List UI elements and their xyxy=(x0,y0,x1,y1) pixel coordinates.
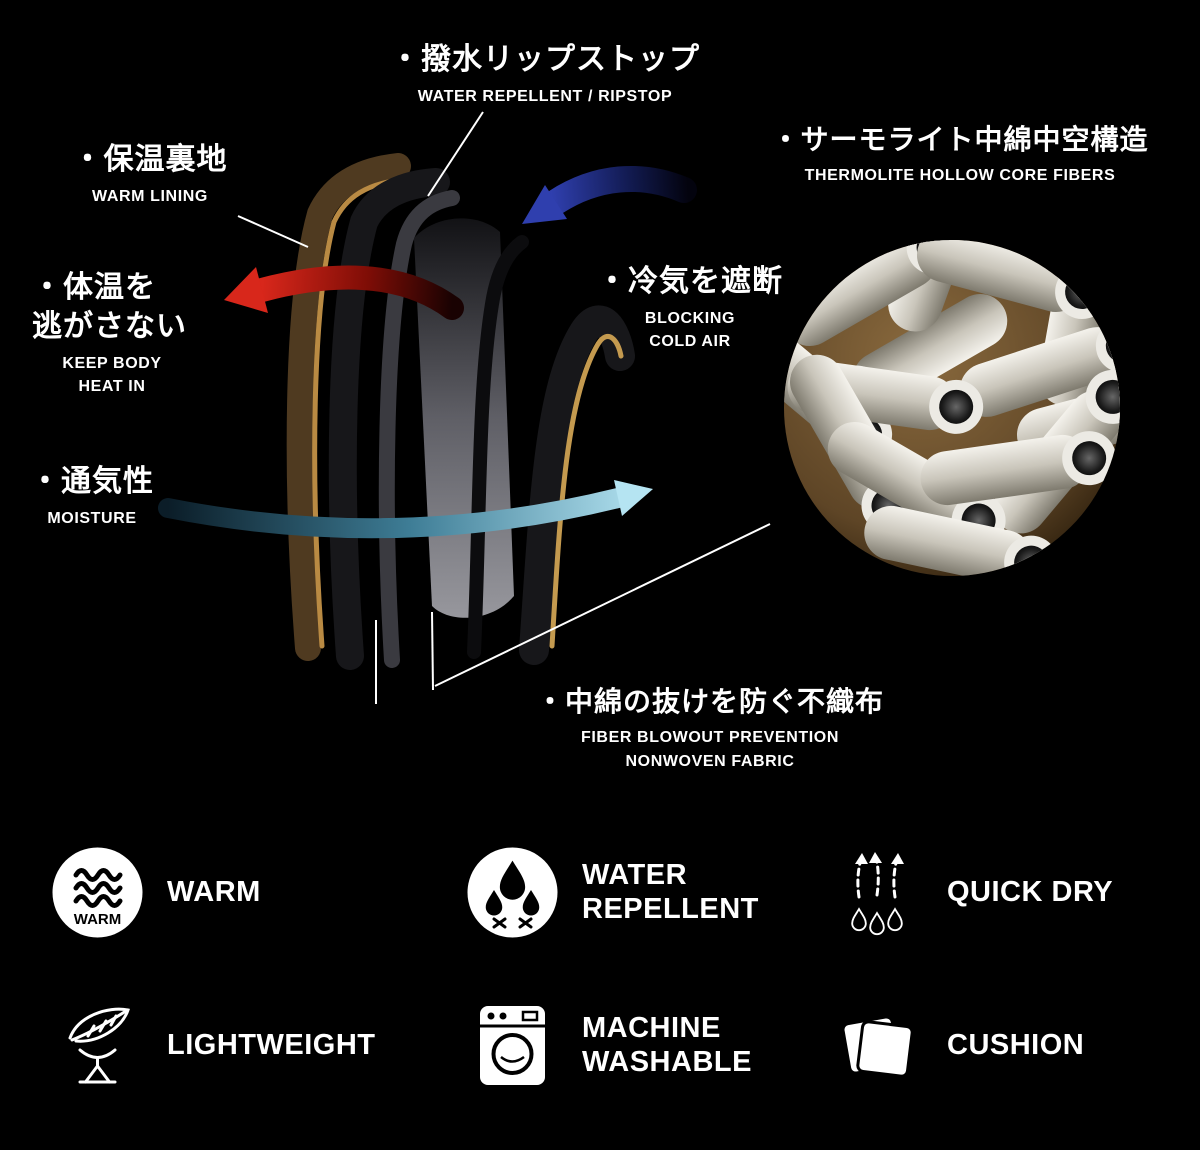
cushion-icon xyxy=(841,1015,914,1078)
warm-icon: WARM xyxy=(52,847,143,938)
callout-nonwoven-jp: ・中綿の抜けを防ぐ不織布 xyxy=(535,686,884,717)
badge-warm-label: WARM xyxy=(167,875,261,908)
callout-warm-lining-en: WARM LINING xyxy=(92,188,208,205)
arrow-moisture xyxy=(158,480,653,539)
callout-nonwoven: ・中綿の抜けを防ぐ不織布 FIBER BLOWOUT PREVENTION NO… xyxy=(520,684,900,773)
lightweight-icon xyxy=(68,1007,130,1084)
callout-thermolite-en: THERMOLITE HOLLOW CORE FIBERS xyxy=(804,167,1116,185)
badge-warm: WARM WARM xyxy=(50,845,465,940)
callout-keep-heat-en: KEEP BODY HEAT IN xyxy=(62,355,162,396)
machine-washable-icon xyxy=(480,1006,545,1085)
badge-cushion-label: CUSHION xyxy=(947,1028,1085,1061)
callout-nonwoven-en: FIBER BLOWOUT PREVENTION NONWOVEN FABRIC xyxy=(581,729,839,770)
callout-moisture-en: MOISTURE xyxy=(47,510,137,527)
callout-thermolite: ・サーモライト中綿中空構造 THERMOLITE HOLLOW CORE FIB… xyxy=(740,122,1180,188)
callout-warm-lining: ・保温裏地 WARM LINING xyxy=(55,140,245,208)
water-repellent-icon xyxy=(467,847,558,938)
callout-keep-heat: ・体温を 逃がさない KEEP BODY HEAT IN xyxy=(32,268,222,398)
callout-ripstop-en: WATER REPELLENT / RIPSTOP xyxy=(417,88,673,105)
badge-quick-dry-label: QUICK DRY xyxy=(947,875,1114,908)
warm-icon-text: WARM xyxy=(74,911,122,928)
arrow-cold-air xyxy=(522,165,697,224)
callout-lines xyxy=(237,111,771,704)
callout-blocking: ・冷気を遮断 BLOCKING COLD AIR xyxy=(585,262,795,353)
callout-warm-lining-jp: ・保温裏地 xyxy=(72,143,228,176)
callout-moisture: ・通気性 MOISTURE xyxy=(12,462,172,530)
callout-moisture-jp: ・通気性 xyxy=(30,465,154,498)
callout-ripstop-jp: ・撥水リップストップ xyxy=(390,43,700,76)
callout-thermolite-jp: ・サーモライト中綿中空構造 xyxy=(771,124,1149,155)
fabric-layers xyxy=(286,153,635,670)
callout-keep-heat-jp: ・体温を 逃がさない xyxy=(32,271,187,343)
fiber-circle xyxy=(784,240,1120,576)
badge-lightweight: LIGHTWEIGHT xyxy=(50,998,465,1093)
callout-blocking-en: BLOCKING COLD AIR xyxy=(644,310,736,351)
arrow-keep-heat xyxy=(224,265,464,320)
callout-ripstop: ・撥水リップストップ WATER REPELLENT / RIPSTOP xyxy=(385,40,705,108)
badge-lightweight-label: LIGHTWEIGHT xyxy=(167,1028,376,1061)
callout-blocking-jp: ・冷気を遮断 xyxy=(597,265,783,298)
fabric-diagram-graphic xyxy=(158,111,1120,704)
badge-cushion: CUSHION xyxy=(830,998,1160,1093)
badge-quick-dry: QUICK DRY xyxy=(830,845,1160,940)
quick-dry-icon xyxy=(851,852,904,936)
